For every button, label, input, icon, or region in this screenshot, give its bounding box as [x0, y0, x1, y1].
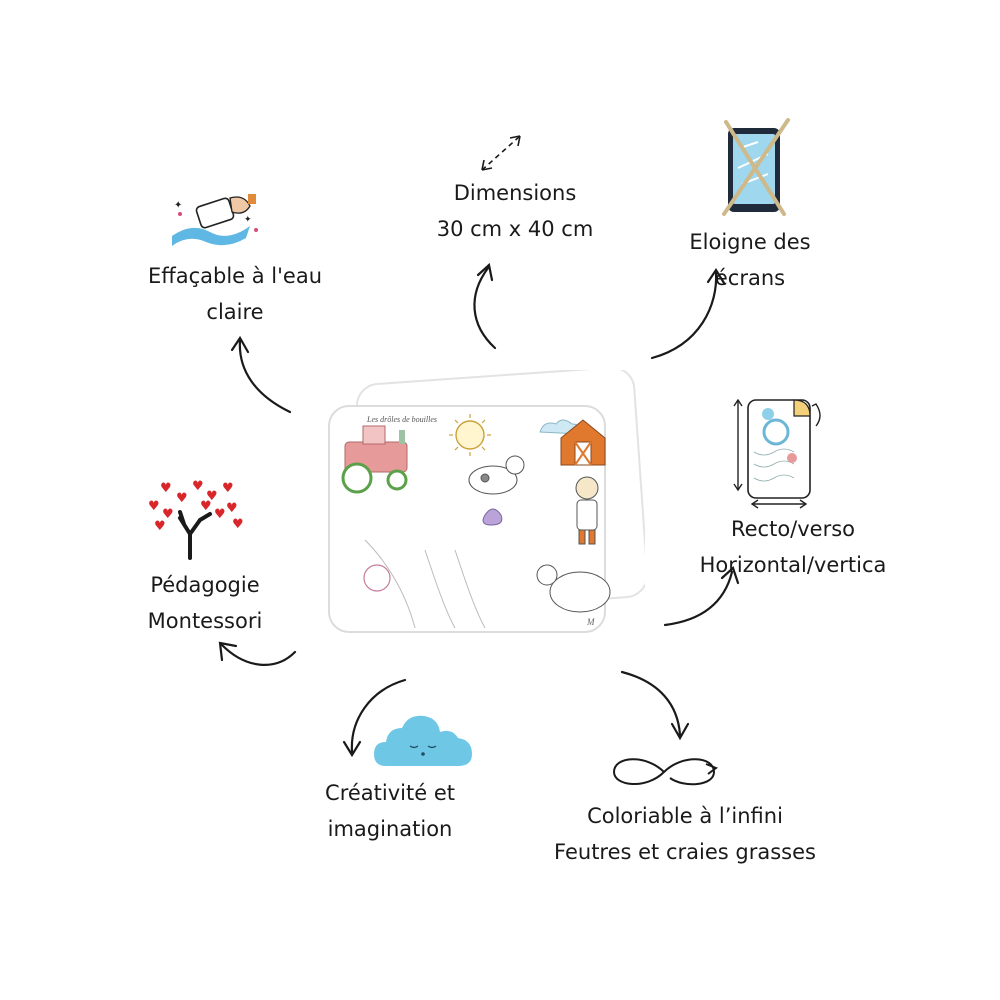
child-drawing — [575, 476, 599, 545]
sun-drawing — [449, 414, 491, 456]
recto-label: Recto/verso Horizontal/vertica — [678, 511, 908, 583]
effacable-line2: claire — [206, 300, 264, 324]
svg-text:♥: ♥ — [154, 519, 166, 534]
creativite-label: Créativité et imagination — [295, 775, 485, 847]
arrow-to-recto — [663, 570, 734, 627]
creativite-line2: imagination — [327, 817, 453, 841]
montessori-line1: Pédagogie — [150, 573, 260, 597]
ecrans-label: Eloigne des écrans — [670, 224, 830, 296]
arrow-to-ecrans — [650, 270, 718, 360]
recto-line2: Horizontal/vertica — [699, 553, 887, 577]
svg-text:✦: ✦ — [174, 200, 182, 211]
tractor-drawing — [341, 425, 408, 494]
cow-drawing — [468, 455, 525, 495]
infini-label: Coloriable à l’infini Feutres et craies … — [520, 798, 850, 870]
cloud-icon — [374, 715, 472, 766]
heart-tree-icon: ♥♥♥ ♥♥♥ ♥♥♥ ♥♥♥ — [148, 479, 244, 560]
sheep-drawing — [536, 564, 611, 613]
barn-drawing — [560, 419, 606, 466]
montessori-line2: Montessori — [147, 609, 263, 633]
svg-text:♥: ♥ — [214, 507, 226, 522]
svg-text:♥: ♥ — [148, 499, 160, 514]
svg-text:✦: ✦ — [244, 215, 252, 225]
svg-text:♥: ♥ — [206, 489, 218, 504]
arrow-to-infini — [620, 670, 682, 737]
creativite-line1: Créativité et — [325, 781, 455, 805]
svg-text:♥: ♥ — [200, 499, 212, 514]
svg-text:♥: ♥ — [222, 481, 234, 496]
svg-text:♥: ♥ — [176, 491, 188, 506]
crossed-tablet-icon — [722, 118, 790, 216]
duck-drawing — [482, 508, 503, 526]
montessori-label: Pédagogie Montessori — [115, 567, 295, 639]
placemat-signature: M — [586, 617, 595, 627]
placemat-title: Les drôles de bouilles — [366, 415, 437, 424]
effacable-line1: Effaçable à l'eau — [147, 264, 323, 288]
infini-line1: Coloriable à l’infini — [587, 804, 783, 828]
ecrans-line1: Eloigne des — [689, 230, 811, 254]
svg-text:♥: ♥ — [162, 507, 174, 522]
ecrans-line2: écrans — [714, 266, 786, 290]
dimensions-label: Dimensions 30 cm x 40 cm — [400, 175, 630, 247]
arrow-to-montessori — [220, 643, 297, 666]
arrow-to-creativite — [350, 678, 407, 754]
svg-text:♥: ♥ — [232, 517, 244, 532]
svg-text:♥: ♥ — [192, 479, 204, 494]
arrow-to-dimensions — [473, 266, 497, 350]
infinity-icon — [612, 758, 719, 786]
svg-text:♥: ♥ — [226, 501, 238, 516]
pig-drawing — [363, 564, 391, 592]
placemat-illustration: Les drôles de bouilles M — [328, 370, 645, 633]
effacable-label: Effaçable à l'eau claire — [125, 258, 345, 330]
svg-text:♥: ♥ — [160, 481, 172, 496]
infini-line2: Feutres et craies grasses — [554, 840, 816, 864]
rotate-sheet-icon — [733, 398, 821, 509]
dimensions-line2: 30 cm x 40 cm — [436, 217, 594, 241]
diagonal-arrow-icon — [481, 135, 521, 171]
dimensions-line1: Dimensions — [453, 181, 577, 205]
eraser-water-icon: ✦✦ — [172, 194, 258, 246]
recto-line1: Recto/verso — [730, 517, 856, 541]
arrow-to-effacable — [238, 338, 292, 414]
